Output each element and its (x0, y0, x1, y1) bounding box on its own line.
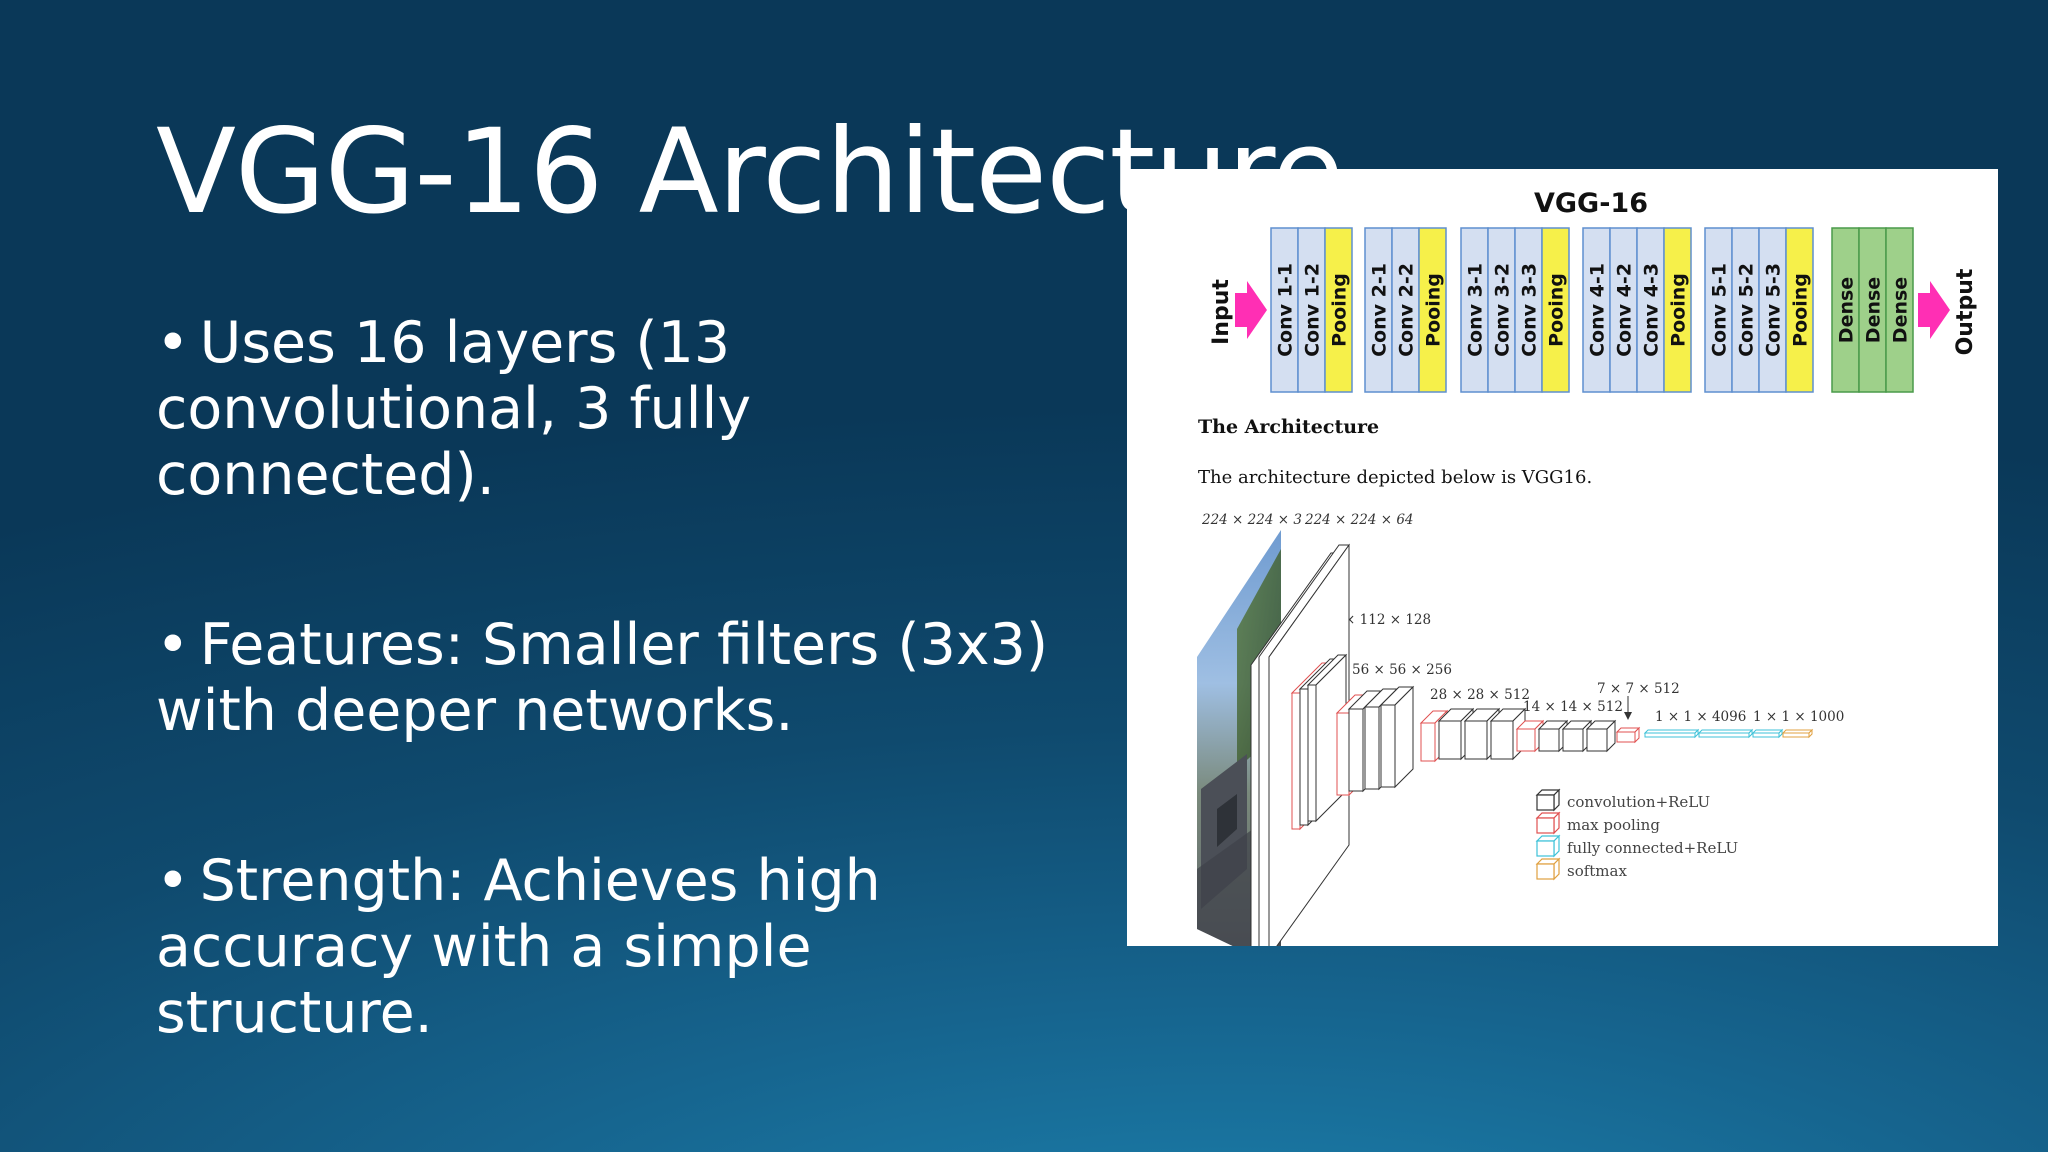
layer-label: Dense (1836, 277, 1858, 343)
layer-label: Pooing (1546, 273, 1568, 347)
legend-label: fully connected+ReLU (1567, 839, 1738, 857)
legend-label: max pooling (1567, 816, 1660, 834)
layer-label: Dense (1863, 277, 1885, 343)
layer-column (1609, 227, 1638, 393)
layer-label: Conv 3-2 (1492, 263, 1514, 357)
legend-item: convolution+ReLU (1535, 788, 1710, 812)
dim-label-softmax: 1 × 1 × 1000 (1753, 709, 1844, 725)
layer-label: Conv 4-1 (1587, 263, 1609, 357)
fc-box (1751, 728, 1784, 739)
bullet-item: •Strength: Achieves high accuracy with a… (156, 848, 1096, 1046)
fc-box (1643, 728, 1700, 739)
bullet-item: •Features: Smaller filters (3x3) with de… (156, 612, 1096, 744)
softmax-box (1781, 728, 1814, 739)
layer-column (1297, 227, 1326, 393)
conv3-box (1379, 685, 1415, 789)
layer-column (1418, 227, 1447, 393)
layer-column (1270, 227, 1299, 393)
layer-column (1364, 227, 1393, 393)
output-label: Output (1953, 268, 1978, 355)
legend: convolution+ReLU max pooling fully connect… (1535, 788, 1738, 881)
output-arrow-icon (1918, 281, 1950, 339)
legend-item: fully connected+ReLU (1535, 834, 1738, 858)
layer-label: Conv 1-1 (1275, 263, 1297, 357)
layer-label: Pooing (1668, 273, 1690, 347)
bullet-symbol: • (156, 612, 190, 678)
bullet-text: Strength: Achieves high accuracy with a … (156, 848, 881, 1046)
layer-label: Conv 1-2 (1302, 263, 1324, 357)
layer-column (1758, 227, 1787, 393)
layer-label: Conv 2-2 (1396, 263, 1418, 357)
bullet-text: Features: Smaller filters (3x3) with dee… (156, 612, 1049, 744)
legend-label: softmax (1567, 862, 1627, 880)
dim-label-input: 224 × 224 × 3 (1201, 512, 1302, 528)
layer-column (1831, 227, 1860, 393)
network-diagram (1250, 543, 1814, 946)
layer-label: Conv 5-1 (1709, 263, 1731, 357)
legend-item: max pooling (1535, 811, 1660, 835)
layer-column (1636, 227, 1665, 393)
dim-label-pool5: 7 × 7 × 512 (1597, 681, 1680, 697)
layer-label: Conv 5-2 (1736, 263, 1758, 357)
layer-column (1391, 227, 1420, 393)
layer-label: Pooing (1423, 273, 1445, 347)
layer-label: Conv 5-3 (1763, 263, 1785, 357)
fc-box (1697, 728, 1754, 739)
cube-icon (1535, 788, 1561, 812)
bullet-symbol: • (156, 310, 190, 376)
bullet-list: •Uses 16 layers (13 convolutional, 3 ful… (156, 310, 1096, 1150)
pool5-pointer-arrow-icon (1624, 712, 1632, 720)
figure-title: VGG-16 (1534, 188, 1648, 219)
input-label: Input (1209, 279, 1234, 345)
bullet-item: •Uses 16 layers (13 convolutional, 3 ful… (156, 310, 1096, 508)
layer-label: Pooing (1329, 273, 1351, 347)
conv5-box (1585, 719, 1617, 753)
cube-icon (1535, 834, 1561, 858)
layer-column (1785, 227, 1814, 393)
layer-label: Conv 3-1 (1465, 263, 1487, 357)
layer-label: Conv 4-2 (1614, 263, 1636, 357)
layer-column (1541, 227, 1570, 393)
layer-column (1487, 227, 1516, 393)
legend-label: convolution+ReLU (1567, 793, 1710, 811)
architecture-caption: The architecture depicted below is VGG16… (1198, 467, 1592, 488)
layer-column (1514, 227, 1543, 393)
layer-column (1582, 227, 1611, 393)
layer-column (1663, 227, 1692, 393)
bullet-symbol: • (156, 848, 190, 914)
bullet-text: Uses 16 layers (13 convolutional, 3 full… (156, 310, 752, 508)
dim-label-fc: 1 × 1 × 4096 (1655, 709, 1746, 725)
architecture-heading: The Architecture (1198, 416, 1379, 438)
legend-item: softmax (1535, 857, 1627, 881)
layer-label: Conv 4-3 (1641, 263, 1663, 357)
layer-label: Conv 3-3 (1519, 263, 1541, 357)
layer-column (1731, 227, 1760, 393)
input-arrow-icon (1235, 281, 1267, 339)
layer-column (1704, 227, 1733, 393)
dim-label-conv3: 56 × 56 × 256 (1352, 662, 1452, 678)
dim-label-conv1: 224 × 224 × 64 (1304, 512, 1414, 528)
cube-icon (1535, 811, 1561, 835)
dim-label-conv4: 28 × 28 × 512 (1430, 687, 1530, 703)
pool5-box (1615, 726, 1641, 744)
dim-label-conv5: 14 × 14 × 512 (1523, 699, 1623, 715)
layer-column (1324, 227, 1353, 393)
layer-column (1885, 227, 1914, 393)
layer-label: Dense (1890, 277, 1912, 343)
cube-icon (1535, 857, 1561, 881)
layer-label: Pooing (1790, 273, 1812, 347)
layer-label: Conv 2-1 (1369, 263, 1391, 357)
